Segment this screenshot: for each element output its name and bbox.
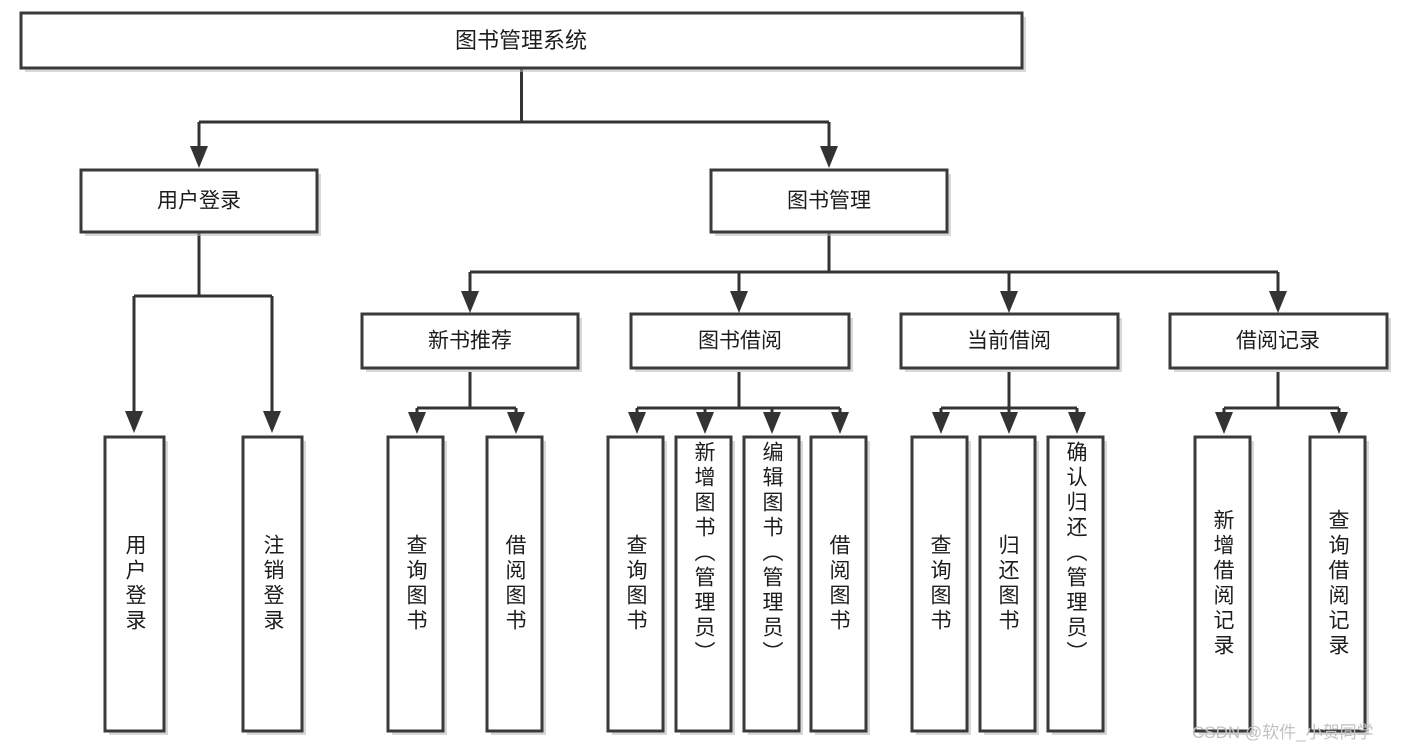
node-current-borrow-label: 当前借阅 (967, 330, 1051, 353)
arrowhead-leaf-confirm-return (1068, 412, 1086, 434)
node-root-label: 图书管理系统 (455, 28, 587, 53)
leaf-box-edit-book[interactable] (742, 435, 803, 735)
leaf-box-add-book[interactable] (674, 435, 735, 735)
node-user-login-label: 用户登录 (157, 190, 241, 213)
node-borrow-record[interactable]: 借阅记录 (1168, 312, 1391, 372)
node-root[interactable]: 图书管理系统 (19, 11, 1026, 72)
arrowhead-leaf-add-book (696, 412, 714, 434)
leaf-box-borrow-book-2[interactable] (809, 435, 870, 735)
arrowhead-leaf-borrow-book-2 (831, 412, 849, 434)
node-book-manage[interactable]: 图书管理 (709, 168, 951, 236)
arrowhead-borrow-record (1269, 291, 1287, 313)
node-book-manage-label: 图书管理 (787, 190, 871, 213)
node-current-borrow[interactable]: 当前借阅 (899, 312, 1122, 372)
arrowhead-leaf-query-book-1 (408, 412, 426, 434)
arrowhead-leaf-return-book (1000, 412, 1018, 434)
leaf-box-add-record[interactable] (1193, 435, 1254, 735)
arrowhead-leaf-query-record (1330, 412, 1348, 434)
leaf-box-query-book-3[interactable] (910, 435, 971, 735)
leaf-box-logout[interactable] (241, 435, 306, 735)
leaf-box-confirm-return[interactable] (1046, 435, 1107, 735)
connector-group (125, 68, 1348, 434)
node-new-book-rec-label: 新书推荐 (428, 330, 512, 353)
node-user-login[interactable]: 用户登录 (79, 168, 321, 236)
leaf-box-query-record[interactable] (1308, 435, 1369, 735)
arrowhead-leaf-query-book-2 (628, 412, 646, 434)
leaf-box-borrow-book-1[interactable] (485, 435, 546, 735)
arrowhead-leaf-edit-book (763, 412, 781, 434)
node-book-borrow[interactable]: 图书借阅 (629, 312, 853, 372)
leaf-box-group (103, 435, 1369, 735)
leaf-box-query-book-1[interactable] (386, 435, 447, 735)
arrowhead-leaf-user-login (125, 411, 143, 433)
arrowhead-leaf-query-book-3 (932, 412, 950, 434)
arrowhead-book-manage (820, 146, 838, 168)
arrowhead-leaf-logout (263, 411, 281, 433)
leaf-box-return-book[interactable] (978, 435, 1039, 735)
leaf-box-user-login[interactable] (103, 435, 168, 735)
node-book-borrow-label: 图书借阅 (698, 330, 782, 353)
arrowhead-user-login (190, 146, 208, 168)
arrowhead-leaf-borrow-book-1 (507, 412, 525, 434)
node-borrow-record-label: 借阅记录 (1236, 330, 1320, 353)
leaf-box-query-book-2[interactable] (606, 435, 667, 735)
arrowhead-book-borrow (730, 291, 748, 313)
arrowhead-current-borrow (1000, 291, 1018, 313)
arrowhead-new-book-rec (461, 291, 479, 313)
arrowhead-leaf-add-record (1215, 412, 1233, 434)
node-new-book-rec[interactable]: 新书推荐 (360, 312, 582, 372)
